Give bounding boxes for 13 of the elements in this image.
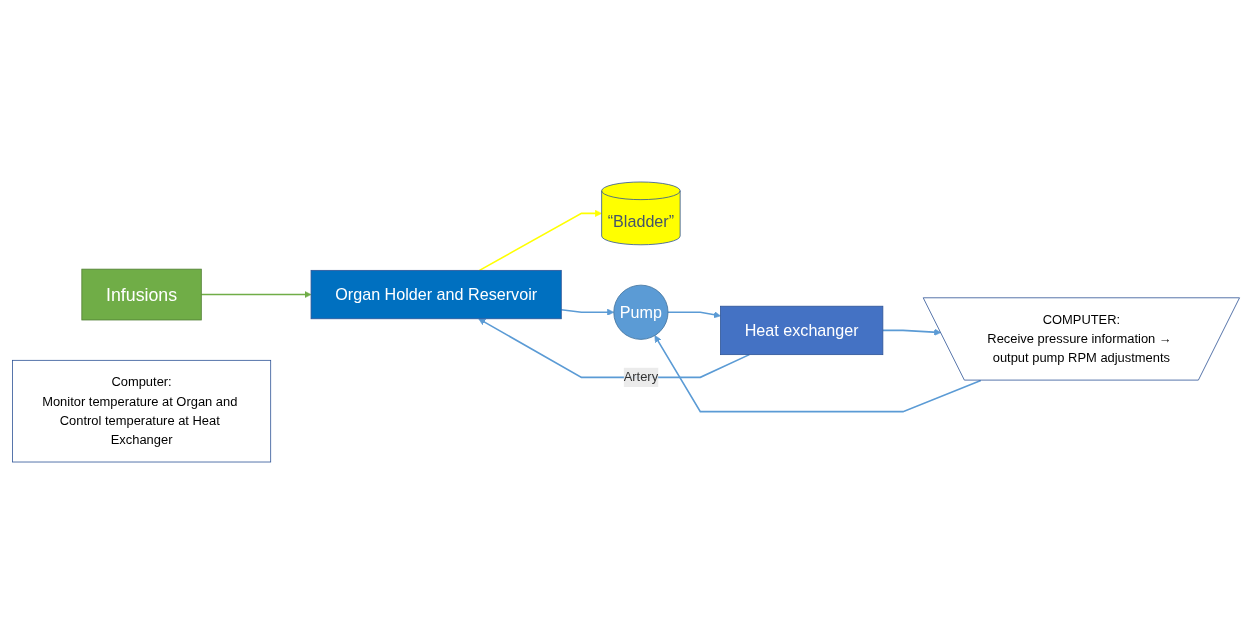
edge-label: Artery [623, 370, 659, 384]
arrow [667, 311, 721, 319]
arrow [478, 318, 751, 379]
node-box: Computer: Monitor temperature at Organ and Control temperature at Heat Exchanger [12, 359, 272, 463]
node-box: Heat exchanger [720, 305, 884, 356]
node-box: Infusions [81, 268, 202, 321]
arrow [200, 291, 312, 299]
arrow [478, 209, 602, 272]
node-box: Organ Holder and Reservoir [310, 269, 562, 320]
node-circle: Pump [613, 284, 669, 340]
arrow [882, 328, 942, 336]
arrow [654, 335, 982, 413]
arrow [560, 308, 615, 316]
